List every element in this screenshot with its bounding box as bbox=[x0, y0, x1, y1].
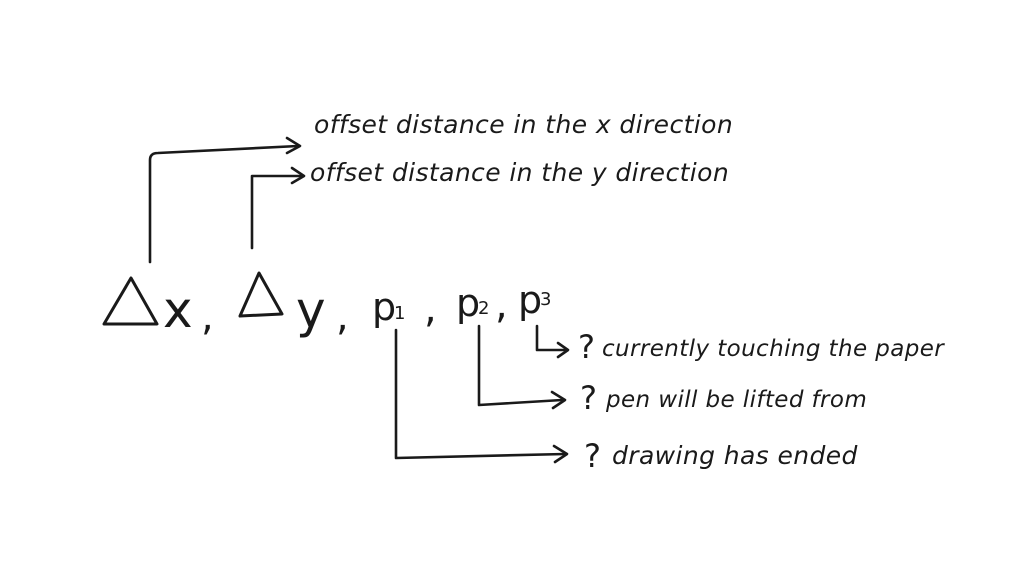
delta-y-triangle bbox=[238, 271, 284, 318]
p1-connector-arrow bbox=[394, 328, 567, 460]
dy-arrowhead bbox=[290, 166, 306, 185]
comma-1: , bbox=[201, 294, 214, 340]
comma-3: , bbox=[424, 286, 437, 332]
dy-annotation: offset distance in the y direction bbox=[310, 158, 729, 187]
dx-annotation: offset distance in the x direction bbox=[314, 110, 733, 139]
p2-letter: p bbox=[456, 281, 480, 325]
p3-question-mark: ? bbox=[578, 328, 595, 366]
p2-connector-arrow bbox=[477, 324, 564, 407]
p3-subscript: 3 bbox=[540, 289, 551, 310]
p1-letter: p bbox=[372, 285, 396, 329]
p1-arrowhead bbox=[552, 444, 569, 464]
p1-subscript: 1 bbox=[394, 303, 405, 324]
p2-arrowhead bbox=[550, 390, 567, 410]
delta-x-triangle bbox=[102, 276, 159, 326]
comma-2: , bbox=[336, 294, 349, 340]
comma-4: , bbox=[495, 282, 508, 328]
p3-letter: p bbox=[518, 278, 542, 322]
p1-question-mark: ? bbox=[584, 437, 601, 475]
dx-arrowhead bbox=[285, 136, 302, 155]
delta-y-letter: y bbox=[296, 281, 326, 339]
delta-x-letter: x bbox=[163, 281, 193, 339]
dx-connector-arrow bbox=[148, 144, 300, 264]
p2-annotation: pen will be lifted from bbox=[605, 387, 867, 413]
p3-connector-arrow bbox=[535, 324, 568, 352]
p2-subscript: 2 bbox=[478, 298, 489, 319]
p3-annotation: currently touching the paper bbox=[602, 336, 945, 362]
dy-connector-arrow bbox=[250, 174, 304, 250]
p1-annotation: drawing has ended bbox=[612, 441, 858, 470]
p3-arrowhead bbox=[556, 341, 570, 359]
p2-question-mark: ? bbox=[580, 379, 597, 417]
